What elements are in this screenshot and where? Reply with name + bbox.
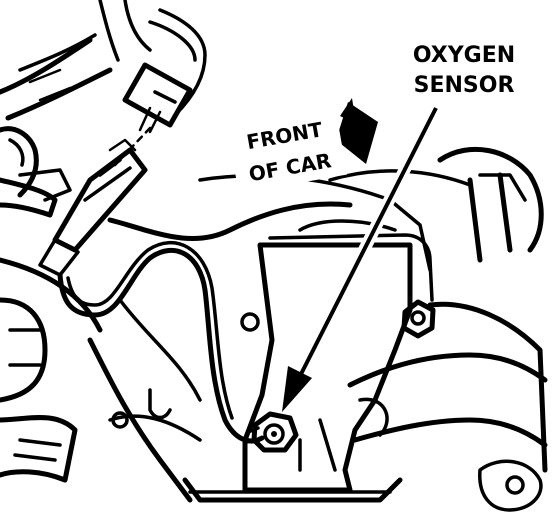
- exhaust-pipe: [347, 172, 548, 512]
- label-oxygen-sensor: OXYGEN SENSOR: [402, 36, 526, 98]
- oxygen-label-line1: OXYGEN: [413, 43, 515, 68]
- left-components: [0, 126, 78, 483]
- label-front-of-car: FRONT OF CAR: [227, 109, 348, 194]
- front-direction-arrow-icon: [336, 98, 378, 164]
- oxygen-label-line2: SENSOR: [414, 73, 515, 98]
- oxygen-sensor: [244, 411, 299, 453]
- sensor-connector: [38, 138, 148, 277]
- manifold-bolt: [401, 299, 436, 339]
- leader-arrow-icon: [282, 105, 442, 412]
